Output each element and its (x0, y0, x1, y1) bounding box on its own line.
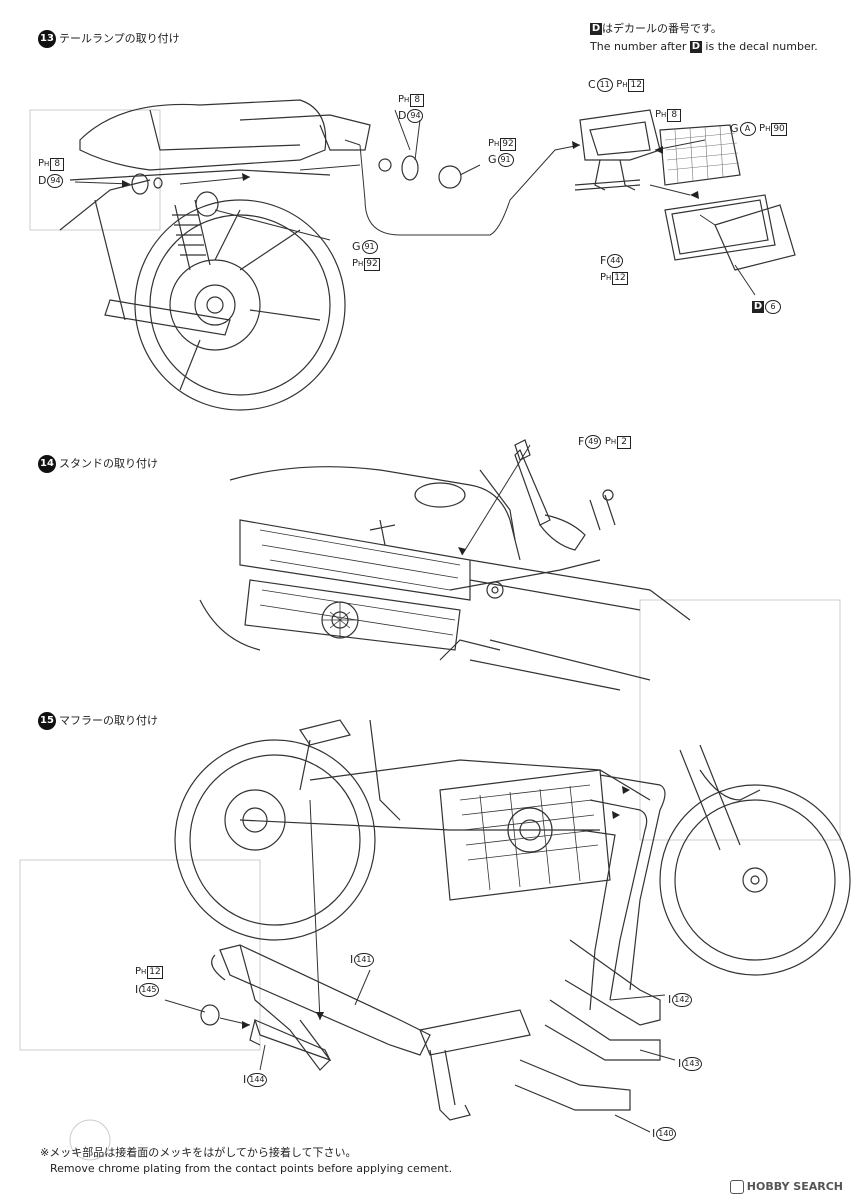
decal-marker-icon: D (752, 301, 764, 313)
footer-note-en: Remove chrome plating from the contact p… (50, 1162, 453, 1175)
decal-marker-icon: D (689, 41, 702, 53)
hobby-search-watermark: HOBBY SEARCH (729, 1180, 843, 1194)
footer-note-jp: ※メッキ部品は接着面のメッキをはがしてから接着して下さい。 (40, 1146, 357, 1159)
step13-drawing (59, 99, 796, 411)
step14-drawing (199, 439, 691, 691)
decal-note-en: The number after D is the decal number. (590, 40, 818, 53)
step-number-badge: 15 (38, 712, 56, 730)
decal-marker-icon: D (590, 23, 602, 35)
step-number-badge: 13 (38, 30, 56, 48)
step15-drawing (164, 719, 851, 1133)
hobby-search-logo-icon (729, 1180, 744, 1194)
step-number-badge: 14 (38, 455, 56, 473)
